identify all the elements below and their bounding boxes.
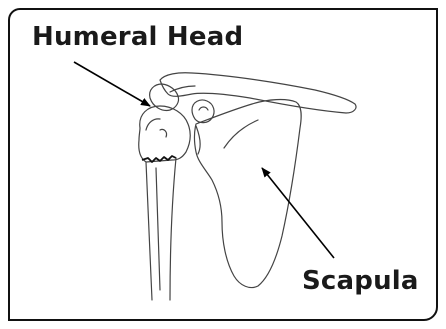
glenoid-rim [196, 126, 200, 154]
humeral-shaft [146, 158, 176, 300]
humeral-head-inner [160, 129, 167, 137]
coracoid-process [192, 100, 214, 123]
clavicle [160, 73, 356, 113]
humeral-head-arrow [74, 62, 150, 106]
humeral-shaft-inner [156, 168, 160, 290]
scapula-arrow [262, 168, 334, 258]
greater-tubercle [146, 119, 160, 130]
fracture-line [142, 156, 176, 162]
scapular-spine [224, 120, 258, 148]
scapula [195, 100, 302, 288]
coracoid-inner [199, 107, 208, 110]
humeral-head [139, 106, 190, 162]
